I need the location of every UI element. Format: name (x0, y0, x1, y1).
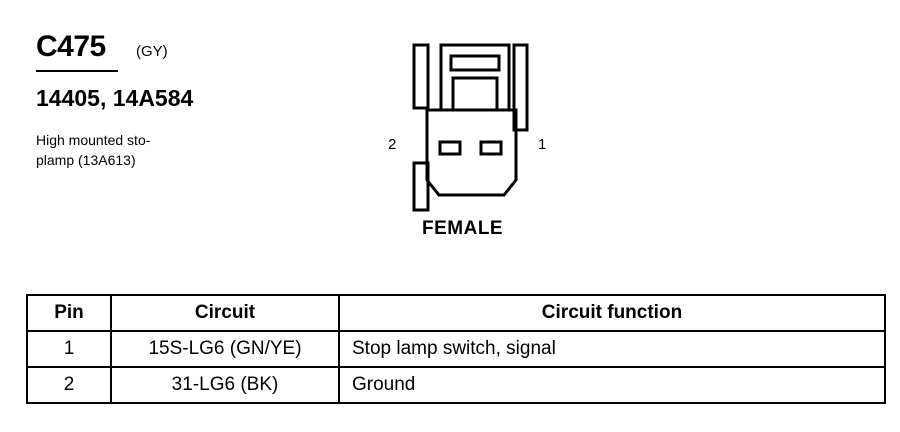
connector-color: (GY) (136, 43, 168, 60)
header-circuit: Circuit (110, 294, 340, 332)
pin-1-cavity (479, 140, 503, 156)
pinout-table: Pin Circuit Circuit function 1 15S-LG6 (… (26, 294, 886, 404)
lock-window (451, 76, 499, 112)
pin-cell: 2 (26, 366, 112, 404)
connector-gender: FEMALE (422, 218, 504, 239)
function-cell: Ground (338, 366, 886, 404)
right-upper-latch (512, 43, 529, 132)
pin-2-cavity (438, 140, 462, 156)
header-pin: Pin (26, 294, 112, 332)
connector-face-diagram (412, 43, 529, 212)
part-numbers: 14405, 14A584 (36, 85, 194, 111)
pin-label-right: 1 (538, 136, 547, 153)
lock-tab (449, 54, 501, 72)
circuit-cell: 15S-LG6 (GN/YE) (110, 330, 340, 368)
pin-label-left: 2 (388, 136, 397, 153)
function-cell: Stop lamp switch, signal (338, 330, 886, 368)
description-line-1: High mounted sto- (36, 132, 151, 148)
table-row: 1 15S-LG6 (GN/YE) Stop lamp switch, sign… (26, 330, 886, 368)
left-lower-latch (412, 161, 430, 212)
pin-cell: 1 (26, 330, 112, 368)
connector-body (425, 108, 518, 197)
table-header-row: Pin Circuit Circuit function (26, 294, 886, 332)
description-line-2: plamp (13A613) (36, 152, 136, 168)
left-upper-latch (412, 43, 430, 110)
circuit-cell: 31-LG6 (BK) (110, 366, 340, 404)
header-circuit-function: Circuit function (338, 294, 886, 332)
connector-id: C475 (36, 30, 106, 63)
title-underline (36, 70, 118, 72)
table-row: 2 31-LG6 (BK) Ground (26, 366, 886, 404)
